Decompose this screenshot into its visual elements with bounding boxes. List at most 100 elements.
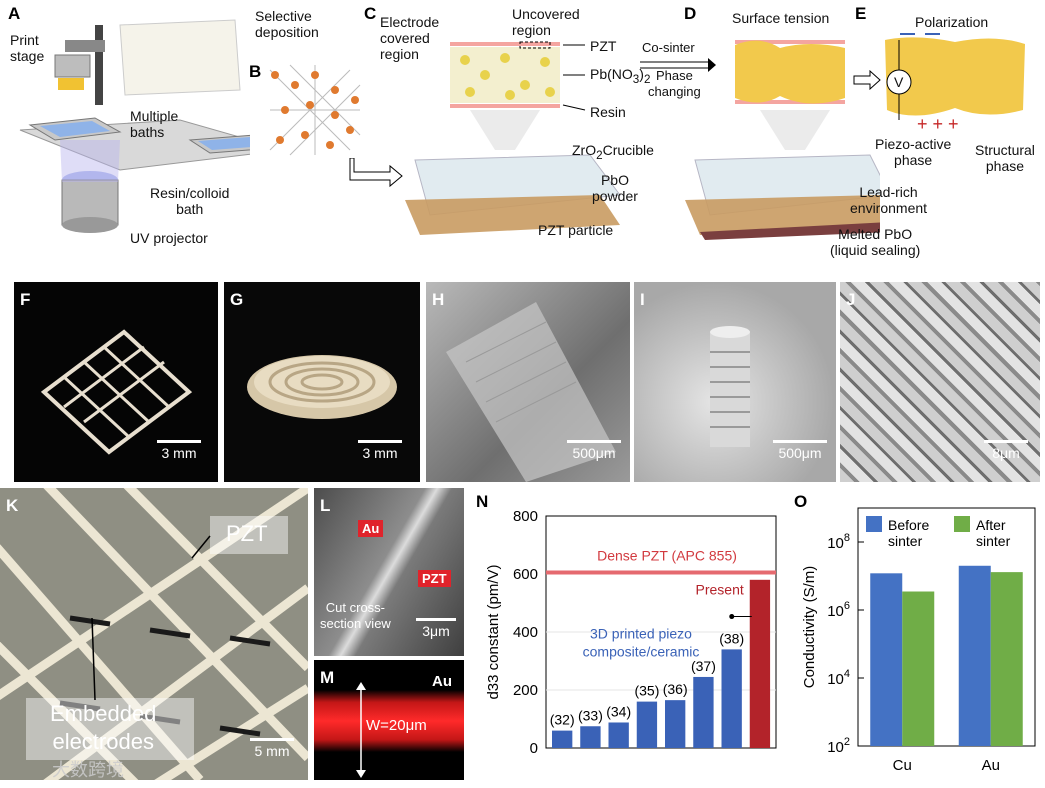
- spiral-sample: [247, 355, 397, 419]
- arrow-d-to-e-icon: [853, 70, 881, 90]
- au-band: [314, 690, 464, 752]
- present-pointer-dot: [729, 614, 735, 620]
- bar-after: [902, 591, 935, 746]
- melted-schematic: [685, 40, 880, 240]
- crucible-label: ZrO2Crucible: [572, 142, 654, 162]
- panel-letter-d: D: [684, 4, 697, 23]
- structural-label: Structural phase: [975, 142, 1035, 174]
- y-axis-label: d33 constant (pm/V): [485, 564, 502, 699]
- polarization-schematic: + + +: [885, 33, 1025, 134]
- panel-k-photo: K PZT Embedded electrodes 5 mm: [0, 488, 308, 780]
- svg-text:+ + +: + + +: [917, 114, 959, 134]
- composite-label: composite/ceramic: [583, 644, 700, 660]
- cosinter-schematic: [405, 41, 621, 235]
- panel-letter-e: E: [855, 4, 867, 23]
- sem-pillar: [710, 326, 750, 447]
- au-tag-m: Au: [432, 673, 452, 690]
- bar: [580, 726, 601, 748]
- scale-bar-l: 3μm: [412, 618, 460, 639]
- resin-bath-label: Resin/colloid bath: [150, 185, 230, 217]
- panel-j-photo: J 8μm: [840, 282, 1040, 482]
- polarization-label: Polarization: [915, 14, 989, 30]
- double-arrow-icon: [640, 58, 716, 72]
- y-tick-label: 400: [513, 624, 538, 641]
- cosinter-label: Co-sinter: [642, 40, 695, 55]
- pbno3-label: Pb(NO3)2: [590, 66, 651, 86]
- panel-d: D Surface tension Lead-rich environment …: [680, 0, 927, 260]
- embedded-electrodes-label: Embedded electrodes: [50, 701, 157, 754]
- scale-bar-j: 8μm: [980, 440, 1032, 461]
- y-tick-label: 0: [530, 740, 538, 757]
- surface-tension-label: Surface tension: [732, 10, 830, 26]
- panel-letter-b: B: [249, 62, 262, 81]
- x-tick-label: Au: [982, 757, 1000, 774]
- lattice-with-electrodes: [0, 488, 308, 780]
- cosinter-arrow: Co-sinter Phase changing: [638, 40, 718, 110]
- v-label: V: [894, 74, 904, 90]
- bar: [552, 730, 573, 748]
- bar: [749, 579, 771, 748]
- x-tick-label: Cu: [893, 757, 912, 774]
- y-tick-label: 600: [513, 566, 538, 583]
- plot-frame: [857, 507, 1036, 747]
- bar: [693, 676, 714, 748]
- scale-bar-h: 500μm: [564, 440, 624, 461]
- multiple-baths-label: Multiple baths: [130, 108, 179, 140]
- bar-after: [990, 572, 1023, 746]
- bar-before: [870, 573, 903, 746]
- phase-changing-label: Phase changing: [648, 68, 701, 99]
- y-tick-label: 102: [827, 736, 850, 756]
- panel-m-photo: M Au W=20μm: [314, 660, 464, 780]
- legend-label: After: [976, 517, 1006, 533]
- bar-ref-label: (33): [578, 707, 603, 723]
- bar-ref-label: (32): [550, 712, 575, 728]
- arrow-b-to-c-icon: [349, 158, 403, 188]
- panel-letter-g: G: [230, 290, 244, 309]
- pzt-label-k: PZT: [226, 521, 268, 546]
- panel-letter-l: L: [320, 496, 331, 515]
- width-label: W=20μm: [366, 717, 427, 734]
- lead-rich-label: Lead-rich environment: [850, 184, 928, 216]
- resin-label: Resin: [590, 104, 626, 120]
- bar: [608, 722, 629, 748]
- panel-letter-h: H: [432, 290, 445, 309]
- bar: [636, 701, 658, 748]
- legend-label: sinter: [888, 533, 923, 549]
- uncovered-label: Uncovered region: [512, 6, 580, 38]
- selective-deposition-label: Selective deposition: [255, 8, 319, 40]
- panel-letter-n: N: [476, 492, 489, 511]
- bar: [721, 649, 742, 748]
- panel-letter-a: A: [8, 4, 21, 23]
- panel-l-photo: L Au PZT Cut cross- section view 3μm: [314, 488, 464, 656]
- bar: [665, 700, 686, 748]
- panel-letter-o: O: [794, 492, 808, 511]
- scale-bar-f: 3 mm: [154, 440, 204, 461]
- melted-pbo-label: Melted PbO (liquid sealing): [830, 226, 921, 258]
- present-label: Present: [696, 582, 744, 598]
- print-stage-label: Print stage: [10, 32, 45, 64]
- panel-i-photo: I 500μm: [634, 282, 836, 482]
- bar-ref-label: (38): [719, 630, 744, 646]
- panel-h-photo: H 500μm: [426, 282, 630, 482]
- panel-g-photo: G 3 mm: [224, 282, 420, 482]
- panel-f-photo: F 3 mm: [14, 282, 218, 482]
- panel-letter-j: J: [846, 290, 856, 309]
- legend-swatch: [954, 516, 970, 532]
- composite-label: 3D printed piezo: [590, 626, 692, 642]
- panel-letter-f: F: [20, 290, 31, 309]
- panel-a: A Print stage Multiple baths Resin/collo…: [0, 0, 250, 260]
- y-tick-label: 200: [513, 682, 538, 699]
- legend-label: Before: [888, 517, 929, 533]
- panel-letter-i: I: [640, 290, 645, 309]
- pbo-powder-label: PbO powder: [592, 172, 638, 204]
- lattice-sample: [40, 329, 193, 455]
- legend-label: sinter: [976, 533, 1011, 549]
- width-arrow-icon: [356, 682, 366, 778]
- pzt-particle-label: PZT particle: [538, 222, 614, 238]
- panel-b: B Selective deposition: [245, 0, 365, 170]
- panel-letter-k: K: [6, 496, 19, 515]
